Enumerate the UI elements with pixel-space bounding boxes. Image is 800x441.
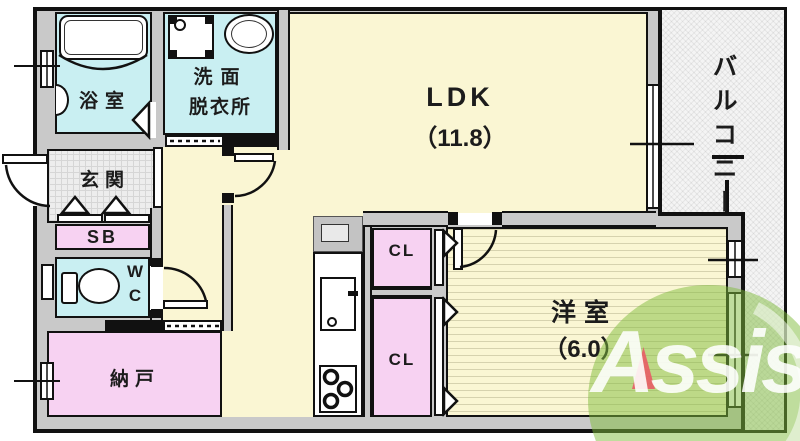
western-door-gap xyxy=(458,213,492,225)
label-closet-upper: CL xyxy=(388,241,416,260)
storage-sliding-door-panel xyxy=(105,320,163,332)
wall-ldk-lower-east xyxy=(502,211,656,227)
kitchen-sink xyxy=(320,277,356,331)
toilet-door-hinge-top xyxy=(151,258,163,267)
label-balcony: バルコニー xyxy=(709,52,737,223)
label-washroom-line1: 洗面 xyxy=(193,67,248,88)
wall-ldk-lower-west xyxy=(363,211,448,227)
wall-kitchen-closet xyxy=(363,227,372,417)
wall-washroom-ldk xyxy=(277,10,290,150)
label-bathroom: 浴室 xyxy=(78,91,131,112)
label-toilet-line2: C xyxy=(128,286,142,305)
ldk-door-hinge-top xyxy=(222,146,234,156)
storage-sliding-door xyxy=(163,320,222,332)
label-entrance: 玄関 xyxy=(79,170,130,191)
label-toilet-line1: W xyxy=(126,262,144,281)
label-shoebox: SB xyxy=(86,227,118,247)
ldk-door-hinge-bottom xyxy=(222,193,234,203)
room-ldk-floor xyxy=(288,12,648,214)
toilet-tank xyxy=(61,272,78,304)
label-storage: 納戸 xyxy=(109,369,160,390)
ldk-balcony-window xyxy=(646,84,660,209)
kitchen-stove xyxy=(319,365,357,413)
entrance-door-leaf xyxy=(2,154,48,164)
kitchen-hood-inner xyxy=(321,224,349,242)
room-shoebox xyxy=(55,224,150,250)
toilet-door-hinge-bottom xyxy=(151,309,163,318)
toilet-bowl xyxy=(78,268,120,304)
label-ldk: LDK xyxy=(426,82,494,112)
bathroom-door-gap xyxy=(148,102,156,138)
entrance-wall-cap xyxy=(153,147,163,208)
western-door-hinge-left xyxy=(448,212,458,225)
bathroom-window xyxy=(40,50,54,88)
room-closet-lower xyxy=(372,297,432,417)
entrance-step-right xyxy=(104,214,150,223)
label-ldk-size: （11.8） xyxy=(413,125,507,152)
washing-machine-pan xyxy=(168,15,214,59)
western-door-leaf xyxy=(453,228,463,270)
toilet-window xyxy=(41,264,54,300)
watermark-text: Assist xyxy=(591,312,800,411)
toilet-door-gap xyxy=(150,266,163,310)
western-window-upper xyxy=(727,240,743,278)
wall-corridor-divider xyxy=(222,205,233,331)
room-closet-upper xyxy=(372,228,432,288)
closet-upper-door xyxy=(434,229,444,286)
entrance-step-left xyxy=(57,214,103,223)
closet-lower-door xyxy=(434,297,444,416)
room-storage xyxy=(47,331,222,417)
label-closet-lower: CL xyxy=(388,350,416,369)
washbasin-inner xyxy=(231,20,267,48)
toilet-door-leaf xyxy=(163,300,208,309)
bathtub-inner xyxy=(64,20,143,55)
ldk-door-leaf xyxy=(234,153,274,162)
label-washroom-line2: 脱衣所 xyxy=(188,97,252,118)
washroom-sliding-door-panel xyxy=(222,135,277,147)
western-door-hinge-right xyxy=(492,212,502,225)
label-western: 洋室 xyxy=(550,299,617,327)
wall-closet-divider xyxy=(372,288,432,297)
